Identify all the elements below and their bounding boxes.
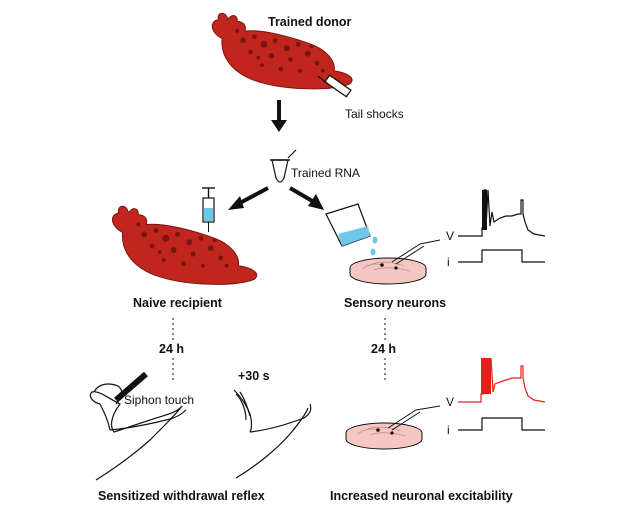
naive-recipient-label: Naive recipient bbox=[133, 296, 223, 310]
sensitized-reflex-label: Sensitized withdrawal reflex bbox=[98, 489, 265, 503]
electrode-bottom bbox=[387, 405, 441, 431]
voltage-trace-top bbox=[458, 189, 546, 237]
delay-left-label: 24 h bbox=[159, 342, 184, 356]
trace-bottom-i-label: i bbox=[447, 423, 450, 437]
siphon-outline-after bbox=[233, 389, 312, 479]
trained-rna-label: Trained RNA bbox=[291, 166, 360, 180]
tail-shocks-label: Tail shocks bbox=[345, 107, 404, 121]
touch-probe bbox=[114, 371, 148, 403]
arrow-to-neurons bbox=[288, 186, 324, 210]
rna-tube-icon bbox=[270, 149, 297, 183]
recipient-aplysia bbox=[111, 205, 258, 285]
trace-top-i-label: i bbox=[447, 255, 450, 269]
trace-top-v-label: V bbox=[446, 229, 454, 243]
voltage-trace-bottom bbox=[458, 357, 546, 403]
shock-electrode bbox=[317, 74, 352, 98]
beaker-icon bbox=[325, 203, 378, 256]
sensory-neurons-label: Sensory neurons bbox=[344, 296, 446, 310]
trained-donor-label: Trained donor bbox=[268, 15, 351, 29]
petri-dish-top bbox=[349, 257, 427, 285]
electrode-top bbox=[391, 239, 441, 265]
trace-bottom-v-label: V bbox=[446, 395, 454, 409]
down-arrow bbox=[271, 100, 287, 132]
syringe-icon bbox=[202, 187, 215, 232]
arrow-to-recipient bbox=[228, 186, 269, 210]
plus-30s-label: +30 s bbox=[238, 369, 270, 383]
delay-right-label: 24 h bbox=[371, 342, 396, 356]
current-step-top bbox=[458, 249, 545, 263]
siphon-touch-label: Siphon touch bbox=[124, 393, 194, 407]
current-step-bottom bbox=[458, 417, 545, 431]
petri-dish-bottom bbox=[345, 422, 423, 450]
increased-excitability-label: Increased neuronal excitability bbox=[330, 489, 513, 503]
